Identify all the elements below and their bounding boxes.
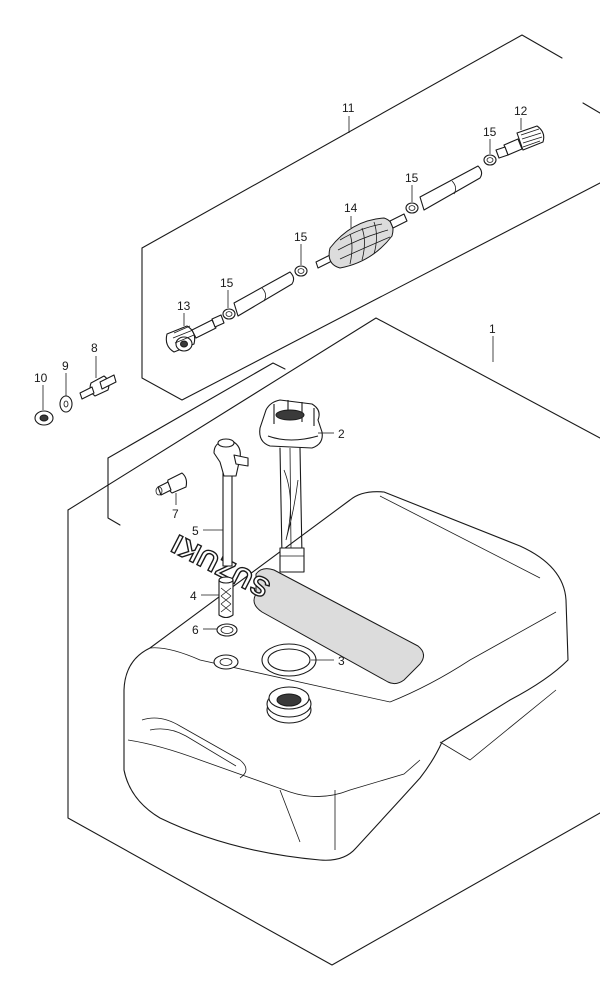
hose-assembly-frame	[141, 34, 600, 401]
tank-fitting-7	[155, 472, 188, 496]
leader-lines	[42, 116, 522, 661]
callout-14: 14	[344, 201, 358, 215]
callout-13: 13	[177, 299, 191, 313]
tank-frame	[67, 317, 600, 966]
filler-neck	[266, 686, 312, 724]
strainer-4	[218, 576, 234, 619]
nut-10	[34, 410, 54, 426]
connector-subframe	[107, 362, 286, 526]
callout-12: 12	[514, 104, 528, 118]
hose-clamp-15-left	[222, 308, 236, 320]
callout-7: 7	[172, 507, 179, 521]
callout-15-a: 15	[483, 125, 497, 139]
callout-4: 4	[190, 589, 197, 603]
washer-9	[59, 395, 73, 413]
callout-3: 3	[338, 654, 345, 668]
callout-9: 9	[62, 359, 69, 373]
callout-8: 8	[91, 341, 98, 355]
callout-labels: 1 2 3 4 5 6 7 8 9 10 11 12 13 14 15 15 1…	[34, 101, 528, 668]
gasket-3	[261, 643, 317, 677]
callout-15-d: 15	[220, 276, 234, 290]
fuel-gauge-2	[259, 399, 323, 573]
hose-clamp-15-right	[483, 154, 497, 166]
callout-15-b: 15	[405, 171, 419, 185]
fuel-hose-left	[233, 271, 295, 317]
o-ring-6	[216, 623, 238, 637]
callout-2: 2	[338, 427, 345, 441]
callout-6: 6	[192, 623, 199, 637]
hose-clamp-15-center	[294, 265, 308, 277]
fuel-hose-right	[419, 165, 483, 211]
callout-15-c: 15	[294, 230, 308, 244]
callout-1: 1	[489, 322, 496, 336]
primer-bulb-14	[315, 213, 408, 269]
hose-clamp-15-mid	[405, 202, 419, 214]
engine-fitting-8	[79, 374, 117, 400]
callout-5: 5	[192, 524, 199, 538]
tank-connector-12	[495, 125, 545, 159]
pickup-tube-5	[213, 438, 249, 567]
callout-10: 10	[34, 371, 48, 385]
callout-11: 11	[342, 101, 355, 115]
fuel-tank-body-1	[123, 491, 569, 861]
outlet-boss	[213, 654, 239, 670]
engine-connector-13	[165, 314, 225, 353]
